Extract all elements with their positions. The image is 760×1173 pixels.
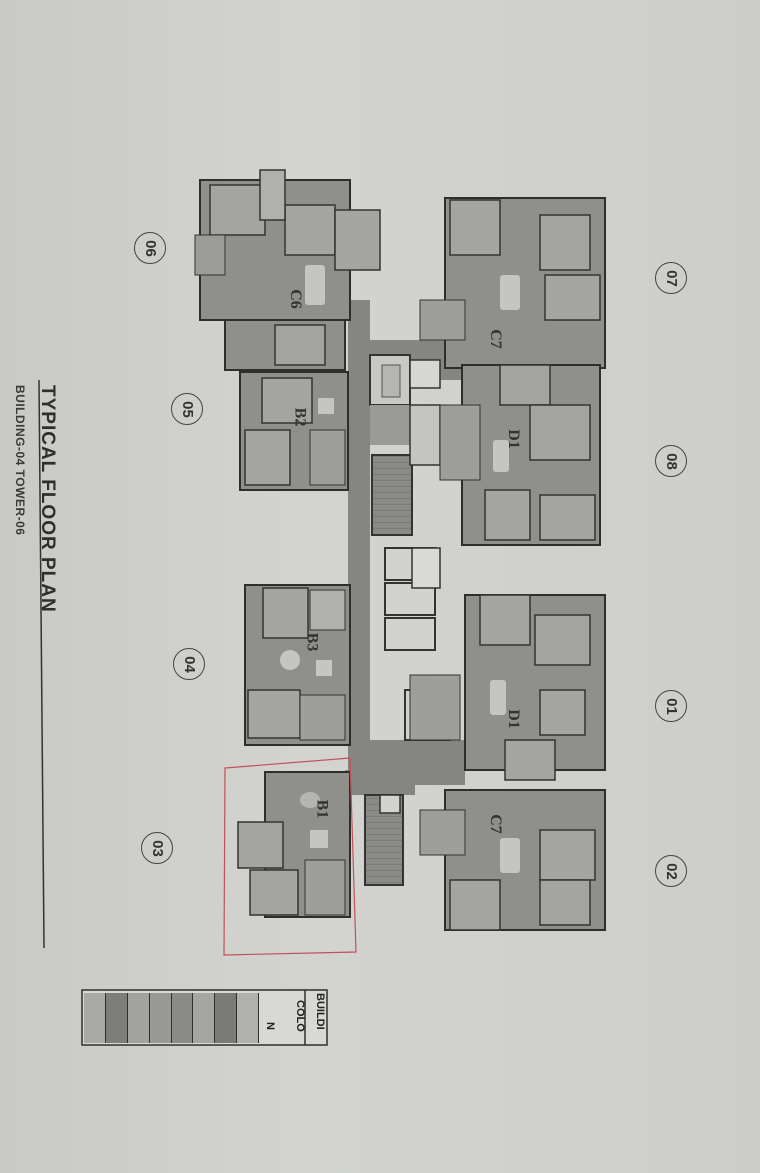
legend-header-building: BUILDI: [314, 993, 326, 1030]
unit-03: [237, 771, 351, 918]
unit-number-04: 04: [173, 648, 205, 680]
unit-type-01: D1: [504, 709, 522, 729]
unit-number-02: 02: [655, 855, 687, 887]
legend-header-n: N: [264, 1022, 276, 1030]
unit-type-05: B2: [291, 407, 309, 427]
legend-swatch: [193, 993, 216, 1043]
sheet-title: TYPICAL FLOOR PLAN: [37, 385, 58, 613]
unit-type-07: C7: [486, 329, 504, 349]
unit-type-06: C6: [286, 289, 304, 309]
unit-05: [239, 371, 349, 491]
legend-swatch: [237, 993, 259, 1043]
unit-08: [439, 364, 601, 546]
unit-01: [409, 594, 606, 781]
unit-number-05: 05: [171, 393, 203, 425]
unit-type-08: D1: [504, 429, 522, 449]
legend-swatch: [215, 993, 238, 1043]
legend-swatch: [149, 993, 172, 1043]
legend-swatch: [127, 993, 150, 1043]
unit-number-07: 07: [655, 262, 687, 294]
unit-number-08: 08: [655, 445, 687, 477]
unit-04: [244, 584, 351, 746]
unit-type-02: C7: [486, 814, 504, 834]
unit-06: [194, 169, 381, 371]
staircase-upper: [371, 454, 413, 536]
unit-type-03: B1: [313, 799, 331, 819]
legend-swatch: [171, 993, 194, 1043]
unit-number-06: 06: [134, 232, 166, 264]
main-corridor: [348, 300, 370, 770]
unit-07: [419, 197, 606, 369]
unit-type-04: B3: [303, 632, 321, 652]
legend-swatches: [84, 993, 259, 1043]
sheet-subtitle: BUILDING-04 TOWER-06: [13, 385, 27, 536]
legend-swatch: [84, 993, 106, 1043]
legend-header-colour: COLO: [294, 1000, 306, 1032]
lift-3: [384, 617, 436, 651]
unit-02: [419, 789, 606, 931]
unit-number-03: 03: [141, 832, 173, 864]
red-highlight-outline: [223, 757, 357, 956]
legend-swatch: [105, 993, 128, 1043]
unit-number-01: 01: [655, 690, 687, 722]
